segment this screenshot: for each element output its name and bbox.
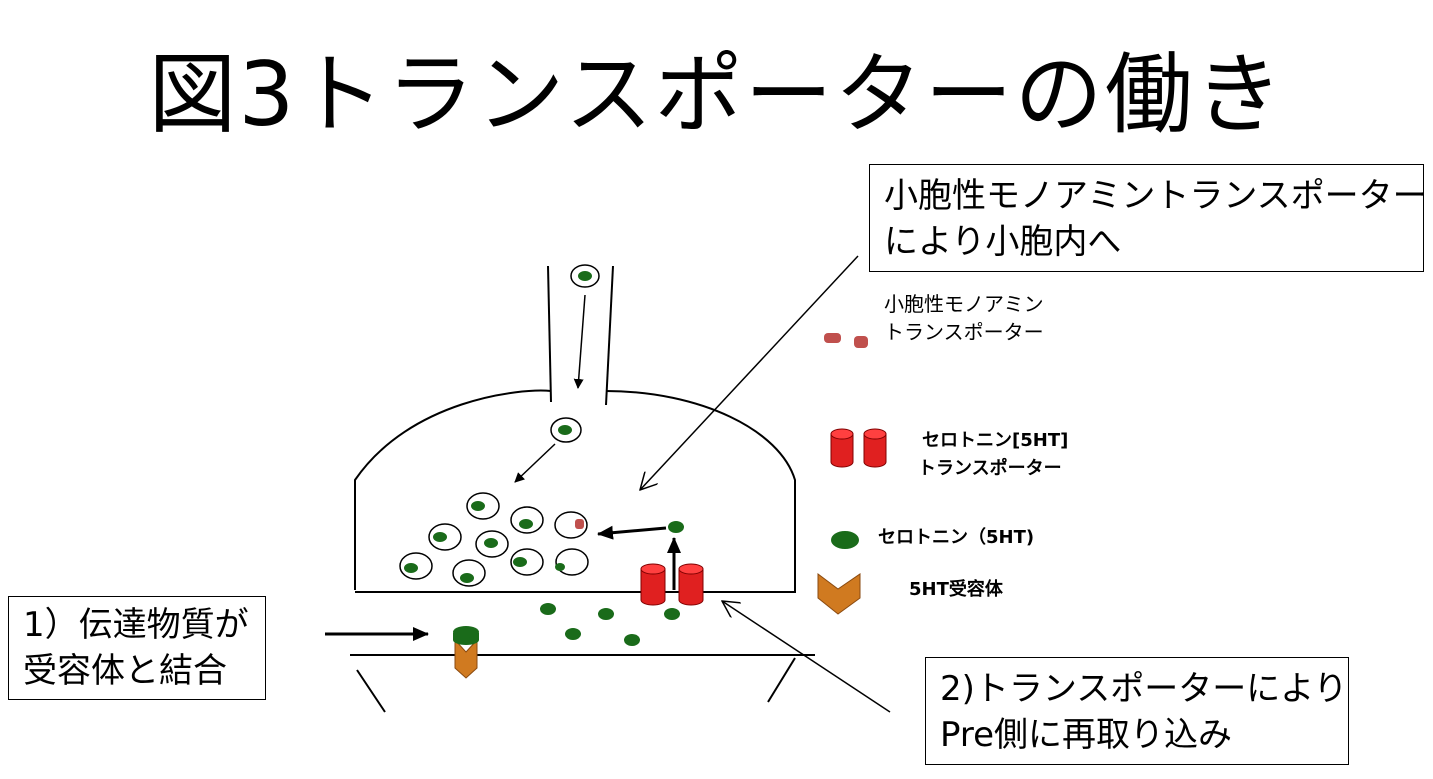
vmat-in-vesicle (575, 519, 584, 529)
receptor-legend-icon (817, 573, 861, 615)
bound-receptor (453, 626, 479, 679)
vmat-callout-line1: 小胞性モノアミントランスポーター (884, 176, 1427, 216)
postsynaptic-membrane (350, 654, 815, 713)
receptor-legend-label: 5HT受容体 (909, 579, 1003, 600)
serotonin-molecule (668, 521, 684, 533)
vmat-legend-line2: トランスポーター (884, 320, 1044, 344)
uptake-arrow (597, 525, 667, 540)
reuptake-callout-pointer (722, 601, 891, 713)
vesicle (570, 264, 600, 288)
sert-legend-label: セロトニン[5HT] トランスポーター (918, 427, 1068, 483)
axon (547, 265, 614, 406)
presynaptic-terminal (354, 389, 796, 593)
sert-legend-line2: トランスポーター (918, 458, 1062, 479)
sert-legend-icon (830, 428, 887, 468)
synaptic-serotonin (540, 603, 680, 646)
vmat-legend-icon (824, 333, 868, 348)
vesicle-contents (404, 501, 565, 583)
step2-callout: 2)トランスポーターにより Pre側に再取り込み (925, 657, 1349, 765)
vmat-legend-label: 小胞性モノアミン トランスポーター (884, 290, 1044, 346)
vesicle (550, 417, 582, 443)
page-title: 図3トランスポーターの働き (148, 43, 1285, 146)
vmat-callout: 小胞性モノアミントランスポーター により小胞内へ (869, 164, 1427, 272)
step1-callout: 1）伝達物質が 受容体と結合 (8, 596, 266, 700)
step2-callout-line1: 2)トランスポーターにより (940, 669, 1348, 709)
step1-callout-line1: 1）伝達物質が (23, 605, 249, 645)
transport-arrow (514, 443, 556, 483)
serotonin-transporter (640, 563, 704, 606)
vmat-legend-line1: 小胞性モノアミン (884, 292, 1044, 316)
step2-callout-line2: Pre側に再取り込み (940, 715, 1233, 755)
transport-arrow (573, 294, 586, 389)
sert-legend-line1: セロトニン[5HT] (922, 430, 1069, 451)
vmat-callout-line2: により小胞内へ (884, 222, 1122, 262)
step1-callout-line2: 受容体と結合 (23, 651, 227, 691)
vmat-callout-pointer (640, 255, 859, 490)
serotonin-legend-icon (831, 531, 859, 549)
serotonin-legend-label: セロトニン（5HT) (878, 527, 1035, 548)
